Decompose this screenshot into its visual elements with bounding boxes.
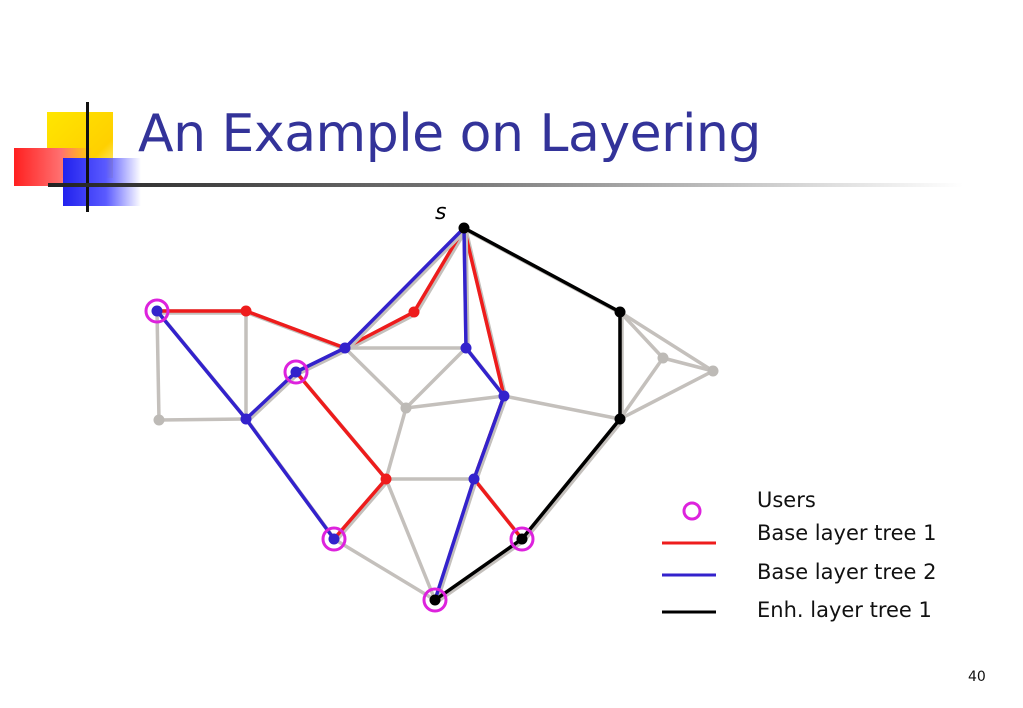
base-tree-1-edge	[462, 226, 506, 398]
base-tree-2-edge	[343, 226, 466, 350]
base-tree-2-edge	[155, 309, 248, 421]
enh-tree-1-edge	[462, 226, 622, 314]
base-tree-1-edge-shadow	[334, 479, 390, 543]
graph-node	[400, 402, 412, 414]
base-tree-2-edge	[244, 417, 336, 541]
base-tree-2-edge-shadow	[474, 396, 508, 483]
legend-label-users: Users	[757, 488, 816, 512]
graph-edge	[343, 346, 408, 410]
base-tree-2-edge-shadow	[345, 228, 468, 352]
base-tree-2-edge-shadow	[435, 479, 478, 604]
graph-node	[153, 414, 165, 426]
graph-node	[429, 594, 441, 606]
graph-node	[707, 365, 719, 377]
base-tree-1-edge	[332, 477, 388, 541]
graph-edge	[618, 369, 715, 421]
base-tree-2-edge-shadow	[464, 228, 470, 352]
slide-title: An Example on Layering	[138, 104, 761, 164]
page-number: 40	[968, 669, 986, 685]
legend-label-base-tree-1: Base layer tree 1	[757, 521, 937, 545]
graph-edge	[502, 394, 622, 421]
source-label: s	[435, 200, 446, 225]
user-ring	[321, 526, 347, 552]
graph-node	[498, 390, 510, 402]
graph-node	[151, 305, 163, 317]
user-ring	[144, 298, 170, 324]
graph-node	[516, 533, 528, 545]
base-tree-1-edge-shadow	[414, 228, 468, 316]
graph-node	[240, 305, 252, 317]
graph-edge	[404, 346, 468, 410]
graph-nodes	[151, 222, 719, 606]
base-tree-2-edge	[472, 394, 506, 481]
graph-edge	[661, 356, 715, 373]
graph-edge	[618, 356, 665, 421]
enh-tree-1-edge	[520, 417, 622, 541]
graph-node	[614, 306, 626, 318]
user-rings	[144, 298, 535, 613]
legend-label-base-tree-2: Base layer tree 2	[757, 560, 937, 584]
user-ring	[509, 526, 535, 552]
base-tree-2-edge	[294, 346, 347, 374]
graph-node	[328, 533, 340, 545]
graph-node	[408, 306, 420, 318]
base-tree-2-edge	[462, 226, 468, 350]
base-tree-2-edge	[464, 346, 506, 398]
base-tree-2-edge	[433, 477, 476, 602]
graph-edge	[332, 537, 437, 602]
base-tree-1-edge	[472, 477, 524, 541]
graph-edge	[384, 477, 437, 602]
graph-edge	[155, 309, 161, 422]
graph-node	[380, 473, 392, 485]
graph-edge	[404, 394, 506, 410]
user-ring	[422, 587, 448, 613]
decor-vertical-rule	[86, 102, 89, 212]
graph-edge	[618, 310, 715, 373]
enh-tree-1-edge-shadow	[435, 539, 526, 604]
base-tree-1-edge	[244, 309, 347, 350]
graph-node	[339, 342, 351, 354]
legend-label-enh-tree-1: Enh. layer tree 1	[757, 598, 932, 622]
enh-tree-1-edge	[433, 537, 524, 602]
base-tree-1-edge	[294, 370, 388, 481]
user-ring	[283, 359, 309, 385]
graph-node	[614, 413, 626, 425]
title-underline	[48, 183, 963, 187]
decor-blue-square	[63, 158, 141, 206]
graph-edge	[618, 310, 665, 360]
enh-tree-1-edge-shadow	[522, 419, 624, 543]
graph-node	[240, 413, 252, 425]
legend-users-symbol	[682, 501, 702, 521]
graph-node	[290, 366, 302, 378]
graph-node	[468, 473, 480, 485]
legend	[662, 501, 716, 614]
base-tree-2-edge-shadow	[296, 348, 349, 376]
tree-edges	[155, 226, 624, 604]
base-tree-1-edge-shadow	[345, 312, 418, 352]
graph-node	[657, 352, 669, 364]
graph-edge	[157, 417, 248, 422]
source-node	[458, 222, 470, 234]
graph-edge	[384, 406, 408, 481]
graph-node	[460, 342, 472, 354]
